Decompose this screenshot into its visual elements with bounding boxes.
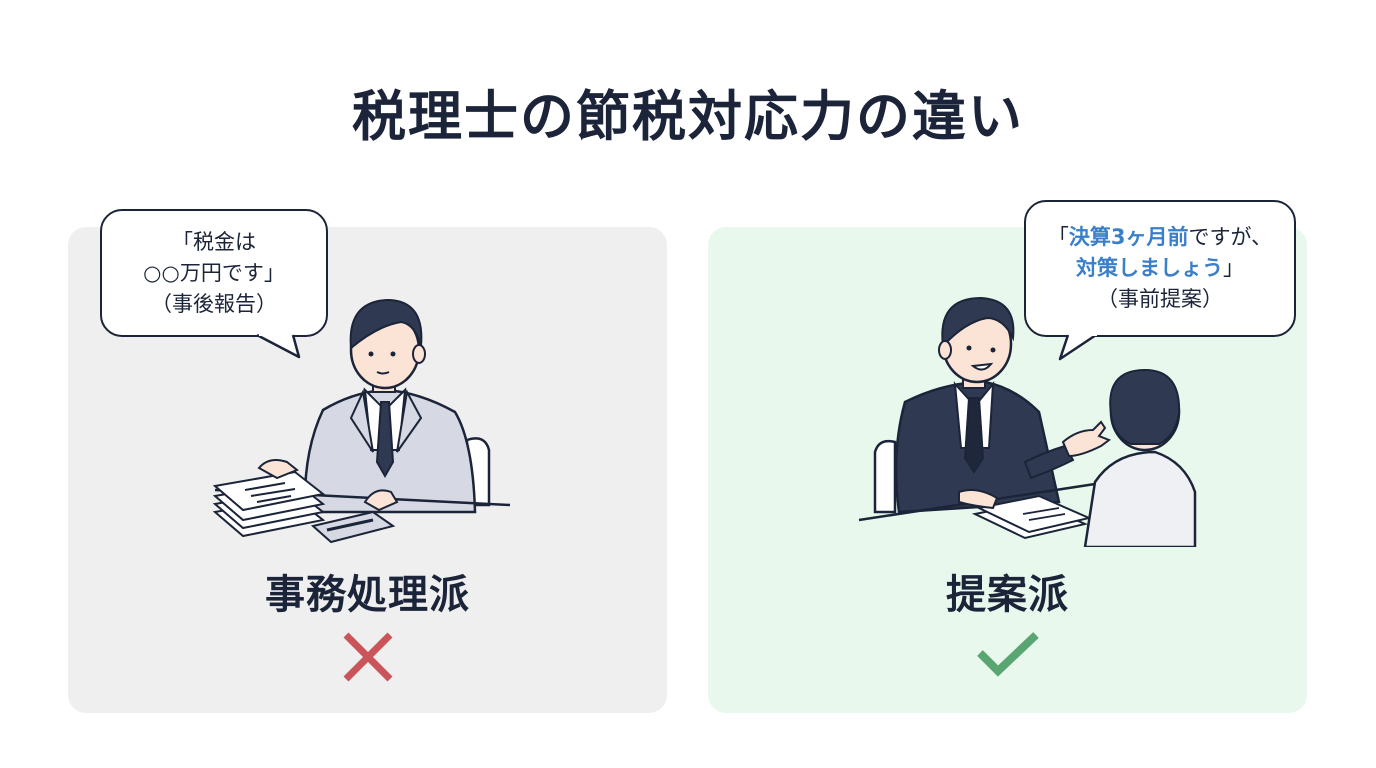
bubble-line: （事後報告） [151, 292, 277, 316]
bubble-line: 「決算3ヶ月前ですが、 [1026, 222, 1294, 253]
bubble-line: （事前提案） [1097, 287, 1223, 311]
bubble-highlight: 対策しましょう [1076, 256, 1223, 280]
bubble-text: 」 [1223, 256, 1244, 280]
accountant-with-calculator-illustration [205, 290, 525, 549]
page-title: 税理士の節税対応力の違い [352, 85, 1024, 148]
label-clerical-type: 事務処理派 [265, 572, 470, 618]
label-proposal-type: 提案派 [946, 572, 1069, 618]
bubble-line: 「税金は [172, 230, 256, 254]
speech-bubble-tail [256, 333, 301, 359]
speech-bubble-tail [1058, 333, 1097, 361]
bubble-text: ですが、 [1188, 225, 1273, 249]
accountant-advising-client-illustration [855, 292, 1205, 551]
bubble-line: ○○万円です」 [143, 261, 285, 285]
speech-bubble-after-report: 「税金は ○○万円です」 （事後報告） [100, 209, 328, 337]
speech-bubble-advance-proposal: 「決算3ヶ月前ですが、 対策しましょう」 （事前提案） [1024, 200, 1296, 337]
cross-icon [340, 629, 396, 689]
check-icon [976, 629, 1040, 683]
bubble-text: 「 [1047, 225, 1069, 249]
bubble-highlight: 決算3ヶ月前 [1068, 225, 1189, 249]
bubble-line: 対策しましょう」 [1026, 253, 1294, 284]
